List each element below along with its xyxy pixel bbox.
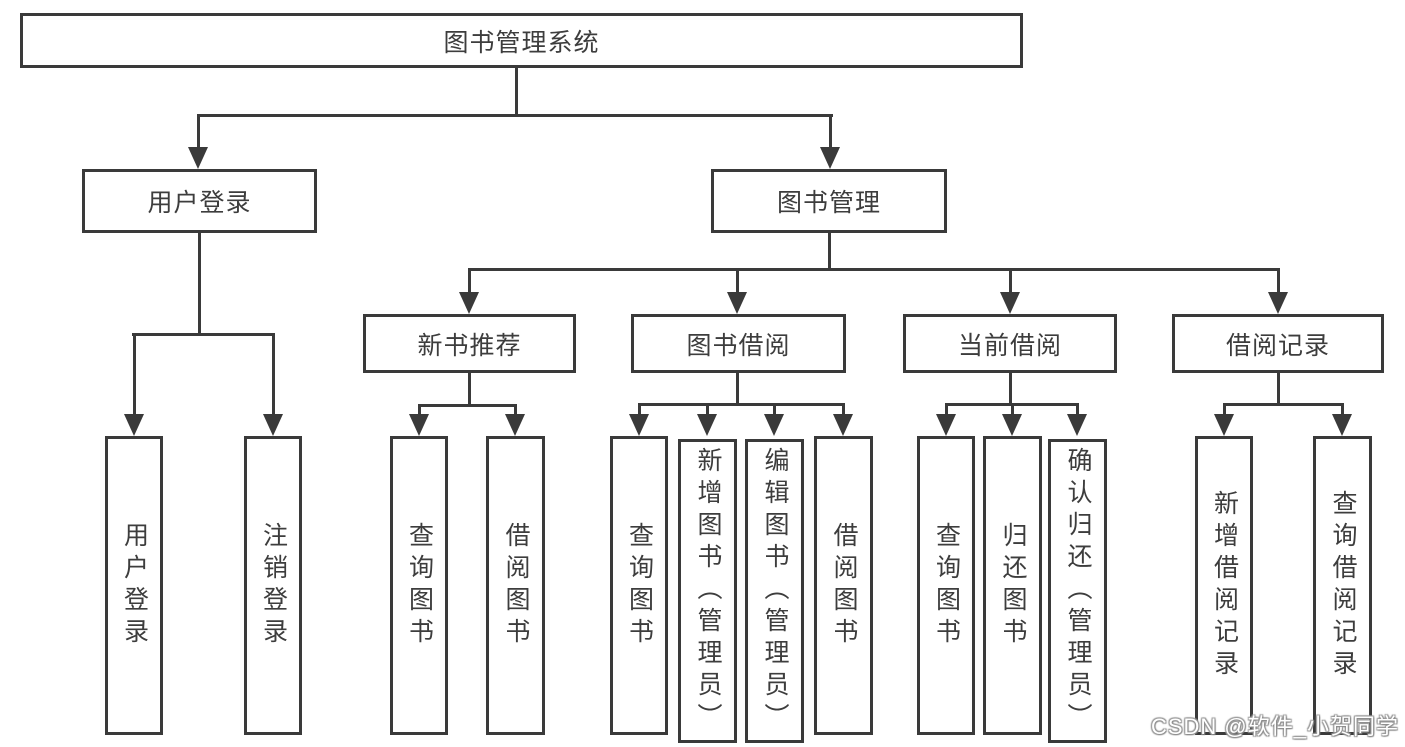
arrow-down-icon: [936, 414, 956, 436]
leaf-bb-borrow-books: 借阅图书: [814, 436, 873, 735]
connector-rail-level3: [468, 268, 1279, 271]
leaf-label: 编辑图书（管理员）: [761, 447, 789, 735]
arrow-down-icon: [124, 414, 144, 436]
leaf-rec-query-record: 查询借阅记录: [1313, 436, 1372, 735]
arrow-down-icon: [764, 414, 784, 436]
connector-stem-borrowing: [736, 268, 739, 294]
leaf-label: 查询图书: [405, 521, 434, 650]
connector-stem-records: [1277, 268, 1280, 294]
connector-stem-user-login: [197, 114, 200, 150]
leaf-label: 用户登录: [120, 521, 149, 650]
arrow-down-icon: [1000, 292, 1020, 314]
arrow-down-icon: [820, 147, 840, 169]
arrow-down-icon: [1268, 292, 1288, 314]
node-current-label: 当前借阅: [957, 331, 1062, 360]
connector-stem-rec-2: [1341, 403, 1344, 416]
node-records: 借阅记录: [1172, 314, 1384, 373]
node-new-books: 新书推荐: [363, 314, 576, 373]
connector-rail-new-books: [418, 404, 517, 407]
leaf-bb-edit-books-admin: 编辑图书（管理员）: [745, 439, 804, 743]
leaf-label: 新增图书（管理员）: [694, 447, 722, 735]
connector-stem-cb-1: [945, 403, 948, 416]
node-borrowing: 图书借阅: [631, 314, 846, 373]
leaf-cb-confirm-return-admin: 确认归还（管理员）: [1048, 439, 1107, 743]
leaf-user-login: 用户登录: [105, 436, 163, 735]
arrow-down-icon: [459, 292, 479, 314]
leaf-label: 归还图书: [999, 521, 1027, 650]
connector-stem-cb-2: [1011, 403, 1014, 416]
connector-records-stem: [1277, 373, 1280, 406]
connector-stem-cb-3: [1076, 403, 1079, 416]
connector-stem-bb-4: [842, 403, 845, 416]
connector-stem-bb-1: [638, 403, 641, 416]
leaf-bb-query-books: 查询图书: [610, 436, 668, 735]
leaf-label: 借阅图书: [502, 521, 530, 650]
connector-stem-nb-1: [418, 404, 421, 416]
arrow-down-icon: [188, 147, 208, 169]
node-records-label: 借阅记录: [1225, 331, 1330, 360]
connector-rail-level2: [197, 114, 833, 117]
connector-stem-login-1: [133, 333, 136, 415]
connector-stem-rec-1: [1223, 403, 1226, 416]
connector-stem-login-2: [272, 333, 275, 415]
arrow-down-icon: [263, 414, 283, 436]
arrow-down-icon: [409, 414, 429, 436]
connector-current-stem: [1009, 373, 1012, 406]
node-user-login: 用户登录: [82, 169, 317, 233]
node-current: 当前借阅: [903, 314, 1117, 373]
arrow-down-icon: [833, 414, 853, 436]
connector-login-stem: [198, 233, 201, 335]
connector-rail-records: [1223, 403, 1344, 406]
leaf-logout: 注销登录: [244, 436, 302, 735]
connector-mgmt-stem: [828, 233, 831, 270]
leaf-label: 查询借阅记录: [1329, 489, 1357, 682]
arrow-down-icon: [1002, 414, 1022, 436]
connector-stem-book-mgmt: [829, 114, 832, 150]
arrow-down-icon: [505, 414, 525, 436]
leaf-label: 借阅图书: [830, 521, 858, 650]
csdn-watermark: CSDN @软件_小贺同学: [1150, 714, 1399, 739]
leaf-nb-query-books: 查询图书: [390, 436, 448, 735]
connector-new-books-stem: [468, 373, 471, 407]
connector-rail-login: [132, 333, 275, 336]
arrow-down-icon: [1067, 414, 1087, 436]
leaf-label: 确认归还（管理员）: [1064, 447, 1092, 735]
connector-stem-current: [1009, 268, 1012, 294]
arrow-down-icon: [727, 292, 747, 314]
connector-stem-nb-2: [514, 404, 517, 416]
arrow-down-icon: [697, 414, 717, 436]
connector-stem-bb-2: [706, 403, 709, 416]
leaf-label: 查询图书: [625, 521, 654, 650]
leaf-label: 注销登录: [259, 521, 288, 650]
leaf-rec-add-record: 新增借阅记录: [1195, 436, 1253, 735]
leaf-label: 新增借阅记录: [1210, 489, 1239, 682]
leaf-label: 查询图书: [932, 521, 961, 650]
leaf-cb-query-books: 查询图书: [917, 436, 975, 735]
arrow-down-icon: [629, 414, 649, 436]
leaf-cb-return-books: 归还图书: [983, 436, 1042, 735]
node-user-login-label: 用户登录: [147, 189, 252, 217]
connector-rail-borrowing: [638, 403, 844, 406]
node-book-mgmt: 图书管理: [711, 169, 947, 233]
connector-root-stem: [515, 68, 518, 117]
leaf-nb-borrow-books: 借阅图书: [486, 436, 545, 735]
node-new-books-label: 新书推荐: [417, 331, 522, 360]
node-borrowing-label: 图书借阅: [686, 331, 791, 360]
arrow-down-icon: [1332, 414, 1352, 436]
arrow-down-icon: [1214, 414, 1234, 436]
node-root-label: 图书管理系统: [443, 28, 600, 57]
node-root: 图书管理系统: [20, 13, 1023, 68]
connector-borrowing-stem: [736, 373, 739, 406]
connector-stem-new-books: [468, 268, 471, 294]
leaf-bb-add-books-admin: 新增图书（管理员）: [678, 439, 737, 743]
node-book-mgmt-label: 图书管理: [776, 189, 881, 217]
connector-stem-bb-3: [773, 403, 776, 416]
